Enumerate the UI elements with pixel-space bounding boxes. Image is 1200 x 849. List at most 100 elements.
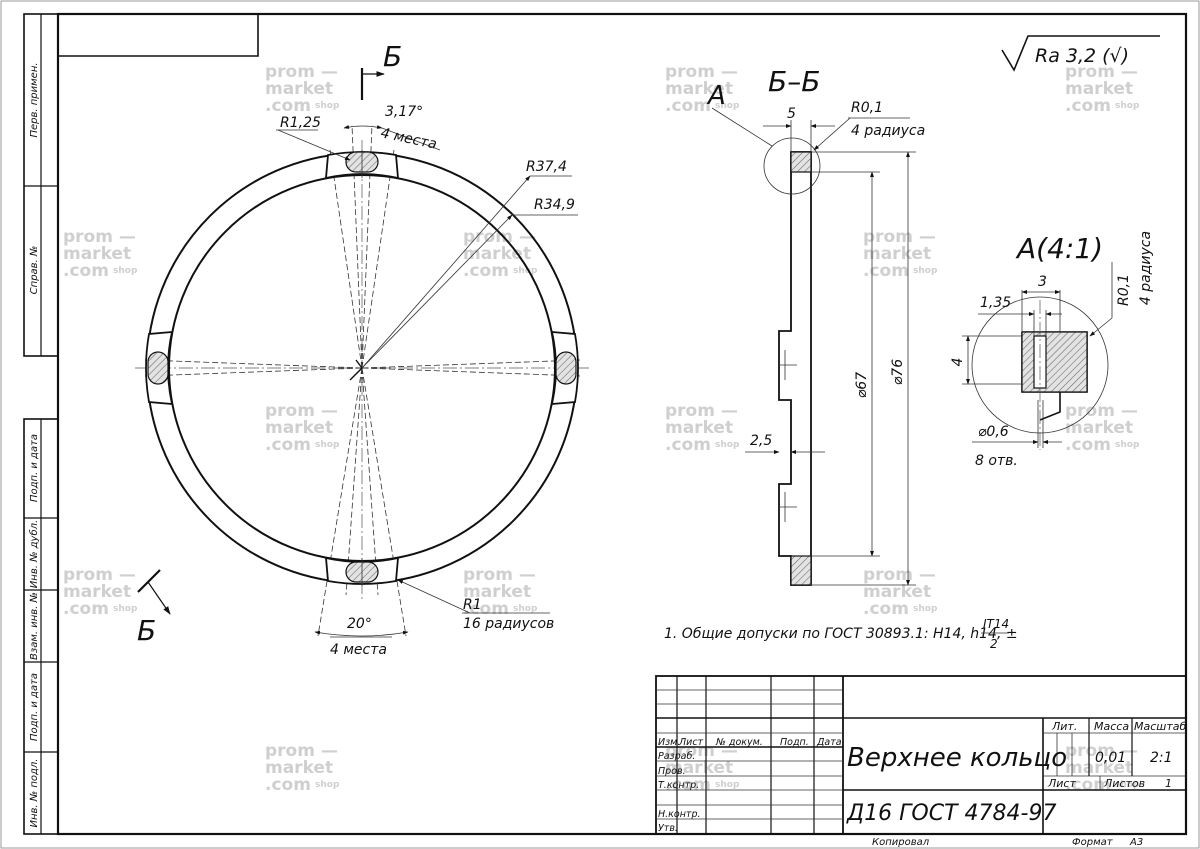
tb-mass-label: Масса (1094, 720, 1129, 733)
svg-text:prom —: prom — (265, 741, 338, 761)
dim-detail-w: 3 (1038, 274, 1047, 290)
dim-detail-offset: 1,35 (980, 295, 1011, 311)
section-view (711, 107, 916, 586)
dim-d-inner: ⌀67 (854, 372, 870, 398)
detail-mark: А (706, 81, 726, 111)
part-name: Верхнее кольцо (847, 743, 1067, 773)
svg-text:prom —: prom — (63, 227, 136, 247)
dim-detail-r-edge: R0,1 (1116, 274, 1132, 306)
svg-text:market: market (665, 79, 733, 99)
dim-r-inner: R34,9 (534, 197, 575, 213)
svg-text:prom —: prom — (863, 227, 936, 247)
tb-mass-value: 0,01 (1095, 750, 1126, 766)
dim-detail-h: 4 (950, 358, 966, 367)
svg-text:market: market (63, 244, 131, 264)
slot-pad-top (324, 150, 400, 180)
dim-d-outer: ⌀76 (890, 359, 906, 385)
main-view (135, 68, 590, 638)
svg-text:.com: .com (265, 435, 311, 455)
side-label-inv-podl: Инв. № подл. (29, 759, 40, 828)
svg-text:market: market (265, 418, 333, 438)
svg-text:shop: shop (913, 604, 938, 614)
svg-text:market: market (463, 582, 531, 602)
tb-format-value: А3 (1129, 837, 1143, 848)
title-block (655, 675, 1187, 835)
tb-scale-label: Масштаб (1134, 720, 1186, 733)
side-label-podp1: Подп. и дата (29, 434, 40, 502)
dim-width: 5 (787, 106, 796, 122)
svg-text:shop: shop (1115, 440, 1140, 450)
side-label-inv-dubl: Инв. № дубл. (28, 520, 40, 588)
svg-text:.com: .com (665, 435, 711, 455)
tb-copied: Копировал (872, 837, 930, 848)
tb-row-tkontr: Т.контр. (658, 780, 699, 791)
tb-col-data: Дата (816, 737, 842, 748)
dim-detail-r-edge-qty: 4 радиуса (1138, 231, 1154, 305)
svg-text:prom —: prom — (265, 401, 338, 421)
svg-text:shop: shop (913, 266, 938, 276)
svg-text:.com: .com (63, 261, 109, 281)
svg-text:prom —: prom — (463, 565, 536, 585)
dim-r-fillet: R1 (463, 597, 482, 613)
svg-text:.com: .com (63, 599, 109, 619)
svg-text:market: market (665, 418, 733, 438)
svg-text:prom —: prom — (1065, 741, 1138, 761)
detail-circle-a (763, 137, 821, 195)
side-label-vzam: Взам. инв. № (29, 592, 40, 660)
svg-text:.com: .com (265, 775, 311, 795)
detail-view (962, 262, 1113, 450)
tb-lit-label: Лит. (1051, 720, 1077, 733)
svg-text:.com: .com (863, 599, 909, 619)
svg-text:market: market (1065, 418, 1133, 438)
svg-text:.com: .com (1065, 96, 1111, 116)
dim-r-outer: R37,4 (526, 159, 567, 175)
svg-text:.com: .com (863, 261, 909, 281)
side-label-podp2: Подп. и дата (29, 673, 40, 741)
svg-text:market: market (1065, 758, 1133, 778)
dim-angle-slot: 3,17° (385, 104, 423, 120)
svg-text:market: market (863, 582, 931, 602)
detail-title: А(4:1) (1015, 232, 1103, 265)
section-title: Б–Б (768, 65, 820, 98)
side-labels: Перв. примен. Справ. № Подп. и дата Инв.… (28, 62, 40, 827)
svg-text:market: market (1065, 79, 1133, 99)
svg-text:.com: .com (265, 96, 311, 116)
svg-text:market: market (265, 79, 333, 99)
slot-pad-left (145, 330, 174, 406)
svg-text:prom —: prom — (665, 741, 738, 761)
detail-view-labels: А(4:1) 3 1,35 4 R0,1 4 радиуса ⌀0,6 8 от… (950, 231, 1154, 469)
slot-pad-right (550, 330, 579, 406)
tb-row-utv: Утв. (658, 823, 678, 834)
tb-sheets-value: 1 (1165, 777, 1172, 790)
svg-text:shop: shop (513, 604, 538, 614)
roughness-text: Ra 3,2 (√) (1035, 45, 1129, 67)
note-frac-den: 2 (990, 637, 998, 651)
technical-note: 1. Общие допуски по ГОСТ 30893.1: H14, h… (664, 617, 1018, 651)
watermark: prom —market.com shop (463, 565, 538, 619)
svg-text:market: market (265, 758, 333, 778)
svg-text:.com: .com (463, 599, 509, 619)
dim-r-edge-qty: 4 радиуса (851, 123, 925, 139)
svg-text:shop: shop (315, 440, 340, 450)
side-label-sprav: Справ. № (29, 246, 40, 295)
tb-col-dokum: № докум. (715, 737, 763, 748)
dim-step: 2,5 (750, 433, 772, 449)
svg-text:prom —: prom — (63, 565, 136, 585)
svg-text:prom —: prom — (265, 62, 338, 82)
svg-text:market: market (665, 758, 733, 778)
section-mark-top: Б (383, 40, 402, 73)
svg-text:prom —: prom — (1065, 401, 1138, 421)
tb-col-izm: Изм. (658, 737, 680, 748)
svg-text:.com: .com (1065, 435, 1111, 455)
tb-row-razrab: Разраб. (658, 751, 695, 762)
